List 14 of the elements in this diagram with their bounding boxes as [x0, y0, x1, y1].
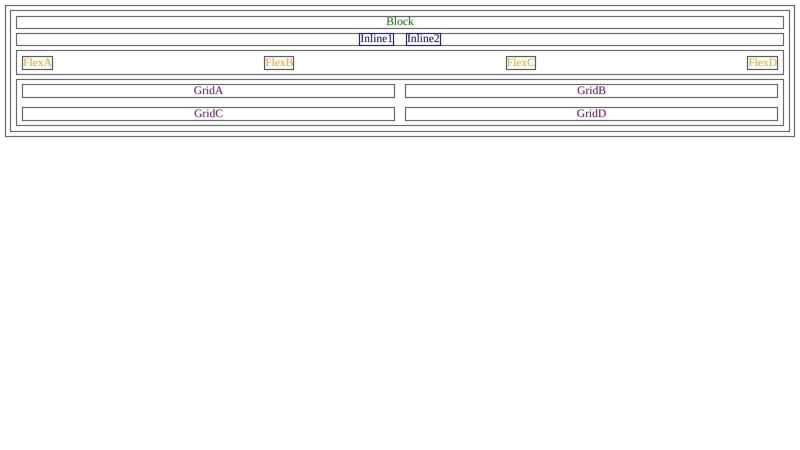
grid-cell: GridA: [22, 84, 395, 98]
inline-box: Inline1: [359, 33, 394, 46]
grid-cell: GridB: [405, 84, 778, 98]
flex-item: FlexD: [747, 56, 778, 70]
block-box: Block: [16, 16, 784, 29]
grid-cell: GridC: [22, 107, 395, 121]
flex-item: FlexC: [506, 56, 536, 70]
flex-item: FlexA: [22, 56, 53, 70]
inline-box: Inline2: [406, 33, 441, 46]
grid-cell: GridD: [405, 107, 778, 121]
flex-item: FlexB: [264, 56, 294, 70]
flex-container: [16, 50, 784, 75]
inline-container: [16, 33, 784, 46]
grid-container: [16, 79, 784, 126]
